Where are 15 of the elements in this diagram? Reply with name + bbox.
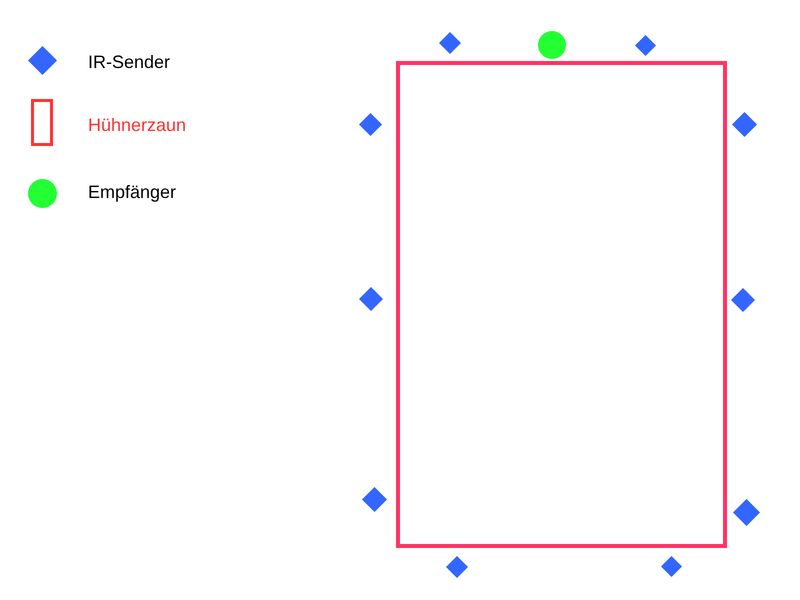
diamond-icon [439, 32, 461, 54]
fence-outline [396, 61, 727, 548]
legend-label: Hühnerzaun [88, 114, 186, 136]
diamond-icon [634, 34, 656, 56]
diamond-icon [359, 287, 383, 311]
circle-icon [538, 31, 566, 59]
diamond-icon [362, 486, 386, 512]
diamond-icon [732, 498, 760, 526]
diamond-icon [358, 112, 382, 136]
legend-label: Empfänger [88, 181, 176, 203]
diamond-icon [731, 288, 755, 312]
diamond-icon [660, 556, 682, 576]
legend-label: IR-Sender [88, 51, 170, 73]
diamond-icon [732, 112, 756, 136]
diamond-icon [446, 556, 468, 578]
